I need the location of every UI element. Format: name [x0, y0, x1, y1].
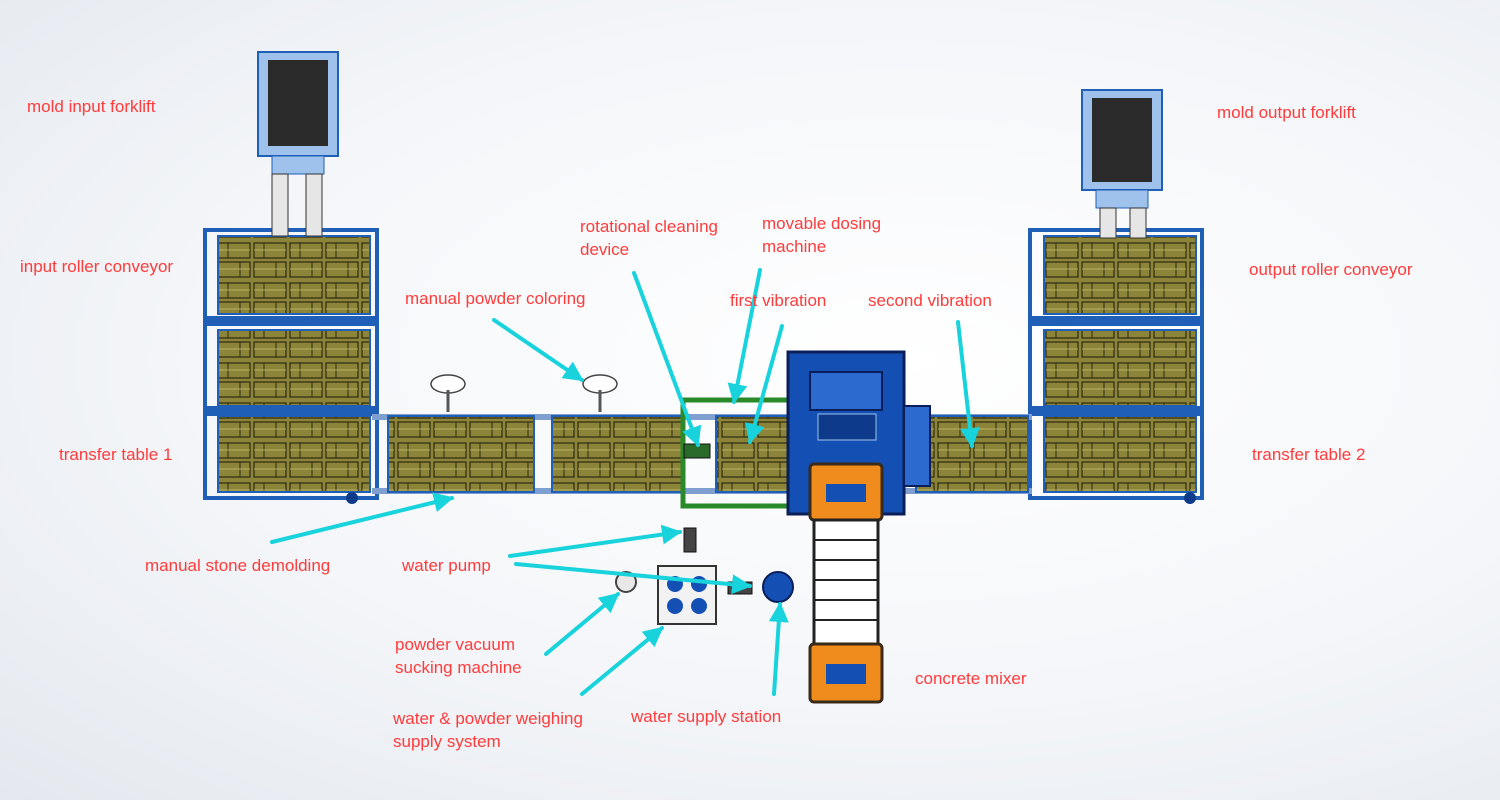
label-movable-dosing-machine: movable dosing machine [762, 212, 881, 258]
label-movable-dosing-machine-line-2: machine [762, 237, 827, 256]
label-first-vibration: first vibration [730, 291, 827, 310]
right-stack-molds [1043, 329, 1197, 407]
label-powder-vacuum-sucking-machine: powder vacuum sucking machine [395, 633, 522, 679]
arrow-weighing-system [580, 626, 664, 696]
arrow-second-vibration [956, 320, 980, 448]
powder-coloring-robot-1 [430, 374, 466, 412]
label-concrete-mixer: concrete mixer [915, 669, 1027, 688]
weighing-supply-system-shape [657, 565, 717, 625]
arrow-manual-stone-demolding [270, 492, 454, 544]
transfer-table-2-molds [1043, 415, 1197, 493]
production-line [372, 414, 1032, 494]
powder-coloring-robot-2 [582, 374, 618, 412]
left-tower [203, 228, 379, 504]
label-output-roller-conveyor: output roller conveyor [1249, 260, 1413, 279]
label-movable-dosing-machine-line-1: movable dosing [762, 214, 882, 233]
mold-segment-2 [551, 415, 685, 493]
left-stack-molds [217, 329, 371, 407]
arrow-water-supply-station [768, 602, 789, 696]
mold-segment-4 [915, 415, 1029, 493]
label-transfer-table-1: transfer table 1 [59, 445, 173, 464]
label-input-roller-conveyor: input roller conveyor [20, 257, 174, 276]
label-rotational-cleaning-device-line-2: device [580, 240, 630, 259]
mold-input-forklift-shape [257, 51, 339, 237]
arrow-water-pump-2 [514, 562, 752, 595]
label-weighing-system-line-2: supply system [393, 732, 501, 751]
arrow-manual-powder-coloring [492, 318, 584, 382]
arrow-rotational-cleaning-device [632, 271, 702, 447]
label-powder-vacuum-line-1: powder vacuum [395, 635, 516, 654]
label-manual-powder-coloring: manual powder coloring [405, 289, 586, 308]
label-water-pump: water pump [402, 556, 491, 575]
label-manual-stone-demolding: manual stone demolding [145, 556, 331, 575]
label-powder-vacuum-line-2: sucking machine [395, 658, 522, 677]
label-rotational-cleaning-device-line-1: rotational cleaning [580, 217, 718, 236]
transfer-table-1-molds [217, 415, 371, 493]
water-pump-1-shape [683, 527, 697, 553]
label-water-supply-station: water supply station [631, 707, 782, 726]
mold-output-forklift-shape [1081, 89, 1163, 239]
arrow-powder-vacuum [544, 592, 620, 656]
label-mold-input-forklift: mold input forklift [27, 97, 156, 116]
right-tower [1028, 228, 1204, 504]
label-water-powder-weighing-supply-system: water & powder weighing supply system [393, 707, 583, 753]
concrete-feed [808, 462, 884, 704]
powder-vacuum-machine-shape [615, 571, 637, 593]
arrow-water-pump-1 [508, 524, 682, 558]
arrow-movable-dosing-machine [727, 268, 762, 404]
belt-conveyor [812, 518, 880, 646]
input-roller-conveyor-molds [217, 235, 371, 315]
label-second-vibration: second vibration [868, 291, 992, 310]
callout-arrows [270, 268, 980, 696]
label-weighing-system-line-1: water & powder weighing [393, 709, 583, 728]
water-supply-station-shape [762, 571, 794, 603]
mold-segment-1 [387, 415, 535, 493]
label-mold-output-forklift: mold output forklift [1217, 103, 1356, 122]
label-transfer-table-2: transfer table 2 [1252, 445, 1366, 464]
label-rotational-cleaning-device: rotational cleaning device [580, 215, 718, 261]
output-roller-conveyor-molds [1043, 235, 1197, 315]
arrow-first-vibration [745, 324, 784, 444]
